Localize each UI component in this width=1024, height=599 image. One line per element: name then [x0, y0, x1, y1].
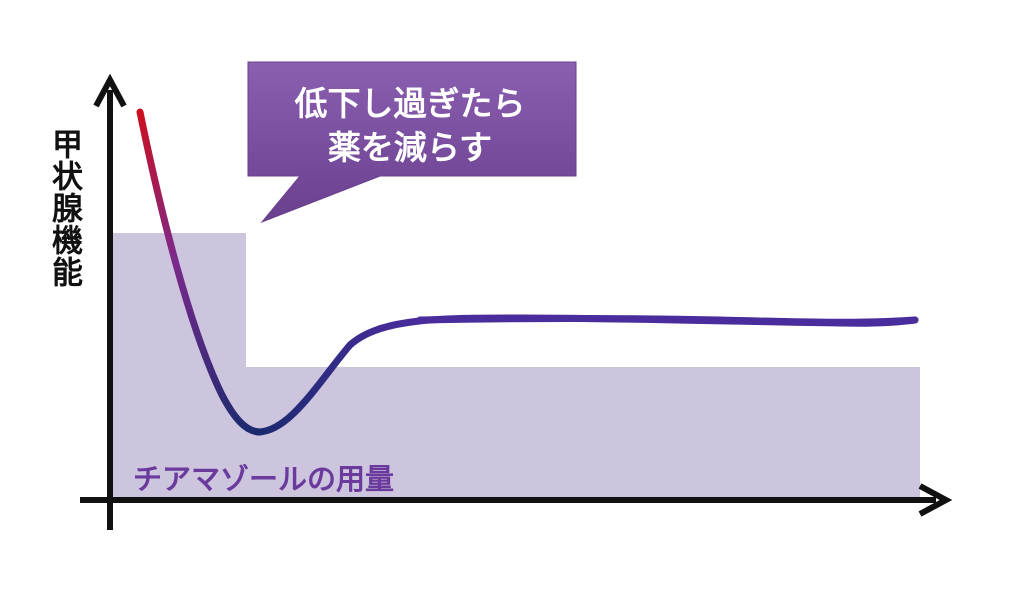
x-axis-arrowhead: [918, 483, 953, 517]
thyroid-function-curve-descent: [136, 108, 264, 436]
y-axis-arrowhead: [93, 73, 127, 108]
dose-step-area: [112, 233, 920, 500]
callout-line-2: 薬を減らす: [327, 128, 493, 167]
callout-box: [247, 61, 577, 224]
y-axis-label: 甲状腺機能: [46, 128, 82, 288]
callout-line-1: 低下し過ぎたら: [294, 84, 526, 123]
dose-area-label: チアマゾールの用量: [133, 462, 395, 496]
thyroid-function-curve-plateau: [416, 315, 919, 326]
callout-text: 低下し過ぎたら 薬を減らす: [248, 82, 572, 170]
